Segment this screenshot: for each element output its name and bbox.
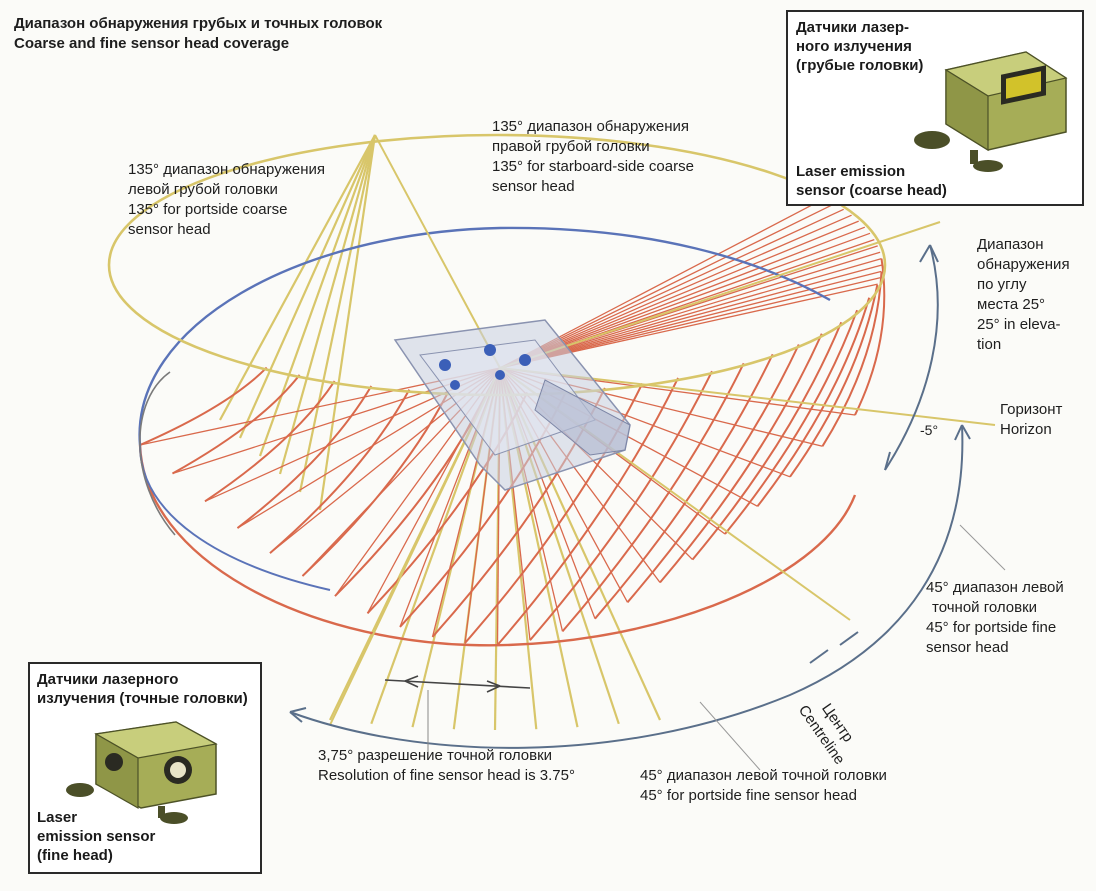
fine-mesh-rib bbox=[529, 370, 713, 641]
label-line: 135° диапазон обнаружения bbox=[128, 161, 326, 178]
fine-head-inset-title: Датчики лазерного излучения (точные голо… bbox=[37, 670, 248, 708]
coarse-head-inset-caption: Laser emission sensor (coarse head) bbox=[796, 162, 947, 200]
fine-mesh-rib bbox=[204, 380, 336, 503]
label-fine-resolution: 3,75° разрешение точной головки Resoluti… bbox=[318, 746, 575, 786]
label-line: sensor head bbox=[926, 639, 1009, 656]
fine-mesh-rib bbox=[626, 344, 800, 603]
label-line: точной головки bbox=[932, 599, 1038, 616]
title-ru: Диапазон обнаружения грубых и точных гол… bbox=[14, 15, 383, 32]
fine-mesh-rib bbox=[789, 284, 879, 478]
label-line: 3,75° разрешение точной головки bbox=[318, 747, 553, 764]
fine-mesh-rib bbox=[594, 353, 774, 620]
coarse-spoke bbox=[258, 134, 377, 457]
fine-mesh-rib bbox=[172, 374, 301, 475]
label-line: 135° for portside coarse bbox=[128, 201, 288, 218]
label-portside-coarse: 135° диапазон обнаружения левой грубой г… bbox=[128, 160, 325, 240]
label-line: обнаружения bbox=[977, 256, 1070, 273]
inset-caption-line: (fine head) bbox=[37, 847, 113, 864]
inset-caption-line: sensor (coarse head) bbox=[796, 182, 947, 199]
inset-caption-line: Laser bbox=[37, 809, 78, 826]
label-portside-fine-upper: 45° диапазон левой точной головки 45° fo… bbox=[926, 578, 1064, 658]
fine-mesh-rib bbox=[236, 385, 373, 529]
fine-mesh-rib bbox=[301, 391, 450, 577]
label-horizon: Горизонт Horizon bbox=[1000, 400, 1062, 440]
fine-head-spokes bbox=[139, 197, 883, 646]
label-line: левой грубой головки bbox=[128, 181, 278, 198]
label-line: sensor head bbox=[492, 178, 575, 195]
label-starboard-coarse: 135° диапазон обнаружения правой грубой … bbox=[492, 117, 694, 197]
title-en: Coarse and fine sensor head coverage bbox=[14, 35, 290, 52]
fine-mesh-rib bbox=[821, 271, 883, 447]
label-line: 135° for starboard-side coarse bbox=[492, 158, 694, 175]
inset-title-line: (грубые головки) bbox=[796, 57, 924, 74]
lower-coverage-arc bbox=[289, 424, 971, 749]
label-line: места 25° bbox=[977, 296, 1046, 313]
label-line: tion bbox=[977, 336, 1002, 353]
label-line: 45° for portside fine sensor head bbox=[640, 787, 857, 804]
label-line: Горизонт bbox=[1000, 401, 1063, 418]
fine-mesh-rib bbox=[464, 383, 644, 644]
coarse-head-inset-title: Датчики лазер- ного излучения (грубые го… bbox=[796, 18, 923, 75]
fine-mesh-rib bbox=[139, 366, 268, 446]
label-line: 45° диапазон левой точной головки bbox=[640, 767, 887, 784]
label-line: Resolution of fine sensor head is 3.75° bbox=[318, 767, 575, 784]
fine-mesh-rib bbox=[561, 362, 745, 633]
label-line: 45° for portside fine bbox=[926, 619, 1057, 636]
elevation-arc bbox=[884, 244, 939, 471]
label-line: sensor head bbox=[128, 221, 211, 238]
label-line: Диапазон bbox=[977, 236, 1044, 253]
inset-caption-line: emission sensor bbox=[37, 828, 156, 845]
inset-title-line: ного излучения bbox=[796, 38, 912, 55]
label-line: -5° bbox=[920, 422, 939, 438]
fine-coverage-lower-blue-ring bbox=[139, 444, 331, 591]
coarse-spoke bbox=[219, 134, 376, 421]
coarse-spoke bbox=[318, 134, 377, 511]
coarse-spoke bbox=[278, 134, 377, 475]
coarse-spoke bbox=[298, 134, 377, 493]
label-leaders bbox=[699, 524, 1006, 771]
inset-caption-line: Laser emission bbox=[796, 163, 906, 180]
coarse-head-inset: Датчики лазер- ного излучения (грубые го… bbox=[786, 10, 1084, 206]
label-line: 45° диапазон левой bbox=[926, 579, 1064, 596]
fine-mesh-rib bbox=[756, 297, 871, 507]
label-line: 135° диапазон обнаружения bbox=[492, 118, 690, 135]
fine-coverage-blue-ring bbox=[138, 226, 831, 446]
inset-title-line: излучения (точные головки) bbox=[37, 690, 248, 707]
fine-head-inset-caption: Laser emission sensor (fine head) bbox=[37, 808, 155, 865]
vehicle bbox=[393, 319, 631, 491]
coarse-spoke bbox=[238, 134, 377, 439]
fine-mesh-rib bbox=[269, 389, 411, 554]
label-minus-5: -5° bbox=[920, 420, 938, 440]
fine-mesh-rib bbox=[496, 377, 679, 646]
inset-title-line: Датчики лазерного bbox=[37, 671, 179, 688]
label-line: правой грубой головки bbox=[492, 138, 650, 155]
label-line: 25° in eleva- bbox=[977, 316, 1061, 333]
inset-title-line: Датчики лазер- bbox=[796, 19, 910, 36]
label-portside-fine-lower: 45° диапазон левой точной головки 45° fo… bbox=[640, 766, 887, 806]
fine-mesh-rib bbox=[691, 321, 843, 561]
fine-coverage-side-arc bbox=[139, 371, 176, 536]
coarse-sensor-illustration bbox=[914, 51, 1068, 172]
page-title: Диапазон обнаружения грубых и точных гол… bbox=[14, 14, 382, 54]
fine-mesh-rib bbox=[724, 309, 859, 535]
label-line: по углу bbox=[977, 276, 1027, 293]
resolution-marker bbox=[384, 675, 531, 752]
fine-mesh-rib bbox=[659, 333, 823, 584]
fine-sensor-illustration bbox=[66, 721, 218, 824]
label-line: Horizon bbox=[1000, 421, 1052, 438]
fine-head-inset: Датчики лазерного излучения (точные голо… bbox=[28, 662, 262, 874]
horizon-lines bbox=[329, 134, 996, 726]
label-elevation: Диапазон обнаружения по углу места 25° 2… bbox=[977, 235, 1070, 355]
